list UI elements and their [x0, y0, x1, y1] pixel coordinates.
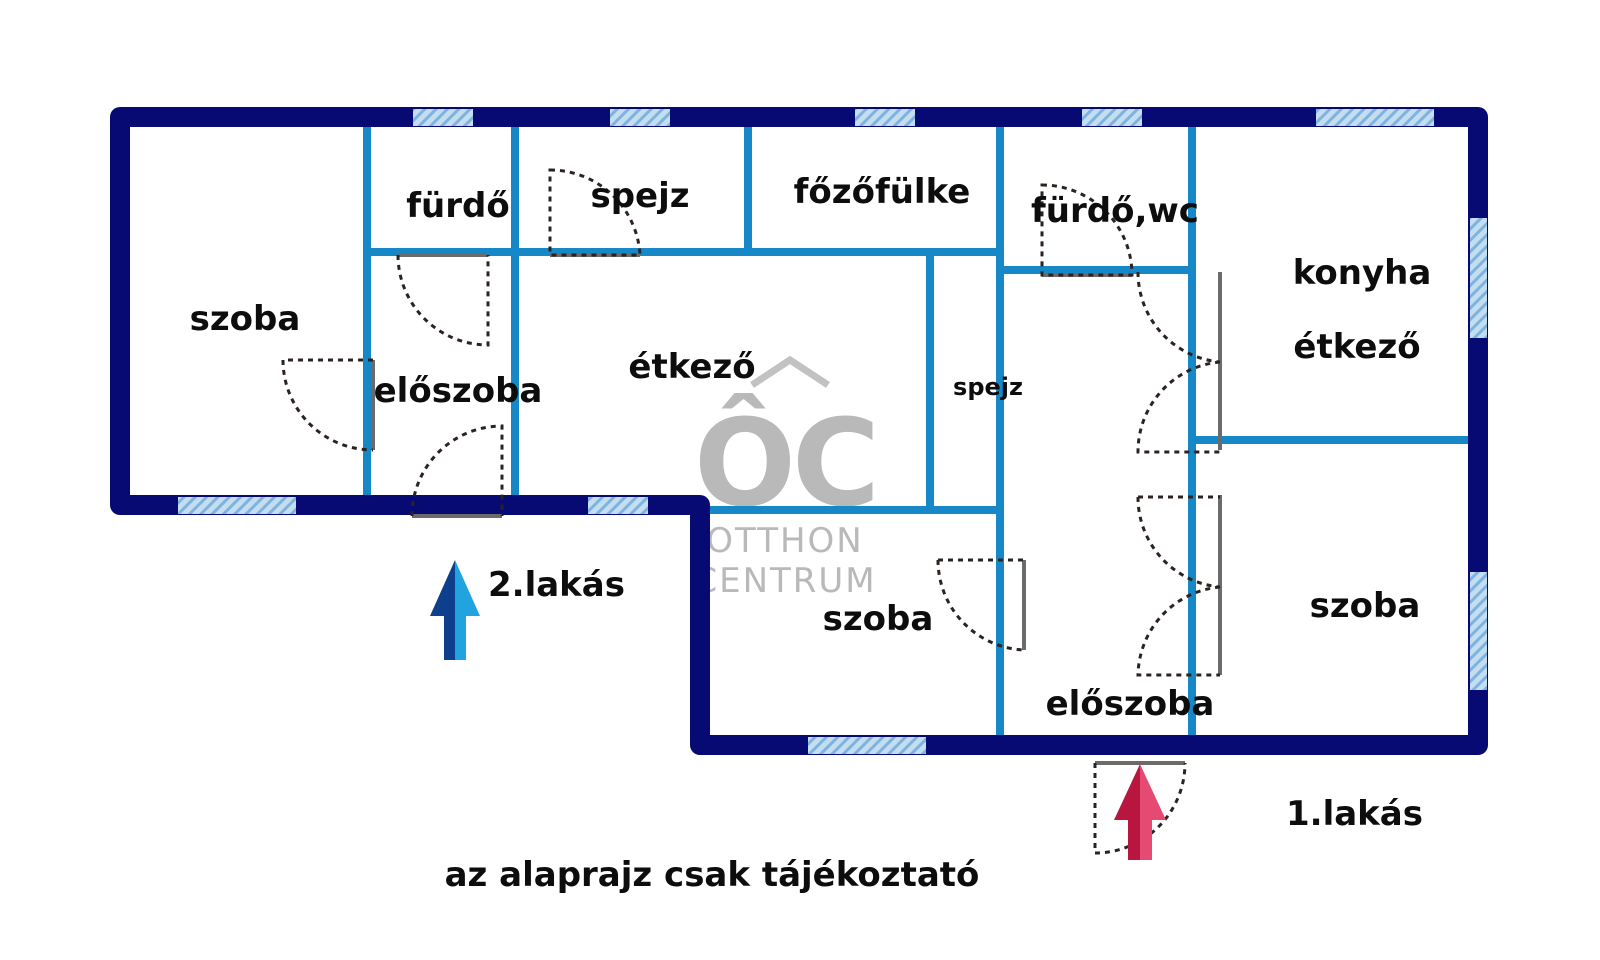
watermark: ÔC OTTHON CENTRUM [693, 355, 880, 601]
flat2-label: 2.lakás [488, 565, 625, 605]
windows [178, 109, 1487, 754]
window [588, 497, 648, 514]
room-label-szoba-right: szoba [1310, 586, 1421, 626]
up-arrow-icon [430, 560, 480, 660]
inner-walls [363, 120, 1480, 745]
room-labels: szoba fürdő spejz főzőfülke fürdő,wc kon… [190, 172, 1432, 724]
window [610, 109, 670, 126]
window [1470, 218, 1487, 338]
watermark-roof-icon [750, 355, 830, 388]
room-label-eloszoba-left: előszoba [374, 371, 543, 411]
room-label-furdo-wc: fürdő,wc [1031, 191, 1199, 231]
window [1470, 572, 1487, 690]
disclaimer-text: az alaprajz csak tájékoztató [445, 855, 980, 895]
room-label-etkezo-right: étkező [1293, 327, 1420, 367]
window [808, 737, 926, 754]
window [855, 109, 915, 126]
room-label-spejz: spejz [590, 176, 689, 216]
watermark-line1: OTTHON [706, 521, 863, 561]
window [178, 497, 296, 514]
room-label-eloszoba-right: előszoba [1046, 684, 1215, 724]
door-swings [281, 168, 1221, 855]
room-label-fozofulke: főzőfülke [794, 172, 971, 212]
window [413, 109, 473, 126]
flat1-label: 1.lakás [1286, 794, 1423, 834]
room-label-spejz-small: spejz [953, 373, 1023, 401]
room-label-szoba-left: szoba [190, 299, 301, 339]
room-label-szoba-center: szoba [823, 599, 934, 639]
room-label-konyha: konyha [1293, 253, 1432, 293]
room-label-furdo: fürdő [406, 186, 509, 226]
up-arrow-icon [1114, 764, 1166, 860]
outer-walls [110, 107, 1488, 755]
window [1082, 109, 1142, 126]
window [1316, 109, 1434, 126]
watermark-line2: CENTRUM [693, 561, 876, 601]
room-label-etkezo-center: étkező [628, 347, 755, 387]
